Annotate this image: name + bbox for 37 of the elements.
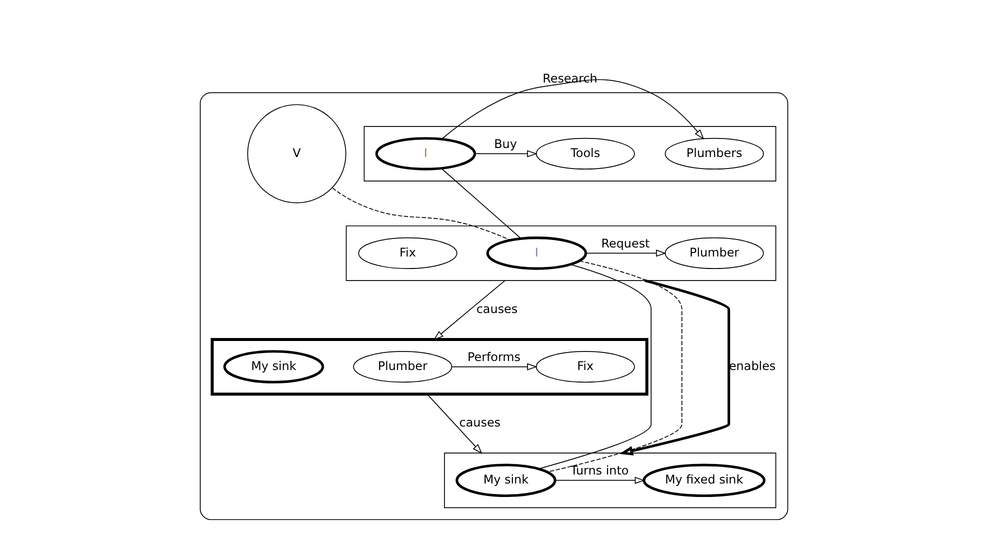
edge-label: Buy [494,136,516,151]
connector [332,188,510,240]
node-ellipse: My sink [455,464,556,497]
edge-label: causes [476,302,518,316]
connector [538,264,652,470]
cluster [199,92,788,520]
node-ellipse: Fix [358,237,457,269]
node-ellipse: Tools [535,138,634,170]
arrow [426,394,482,454]
node-ellipse: Plumber [664,237,764,269]
connector [546,260,682,472]
node-circle: V [246,104,346,204]
cluster [363,126,776,182]
edge-label: causes [458,416,500,430]
arrow [474,150,537,158]
connector [440,168,522,240]
edge-label: Request [600,236,650,250]
node-ellipse: I [486,236,587,270]
node-ellipse: My sink [222,350,324,384]
node-ellipse: My fixed sink [642,464,765,497]
node-ellipse: Plumber [352,350,452,383]
cluster [444,452,776,508]
cluster [210,338,648,396]
cluster [345,225,776,281]
edge-label: Performs [466,350,520,364]
arrow [585,250,666,257]
node-ellipse: Plumbers [664,138,764,170]
node-ellipse: Fix [535,350,634,383]
edge-label: Research [542,72,597,86]
edge-label: enables [728,358,776,373]
arrow [554,476,645,484]
edge-label: Turns into [570,464,628,478]
arrow [441,79,704,140]
arrow [432,280,505,340]
arrow [450,363,537,370]
node-ellipse: I [374,137,476,170]
arrow [618,279,730,456]
